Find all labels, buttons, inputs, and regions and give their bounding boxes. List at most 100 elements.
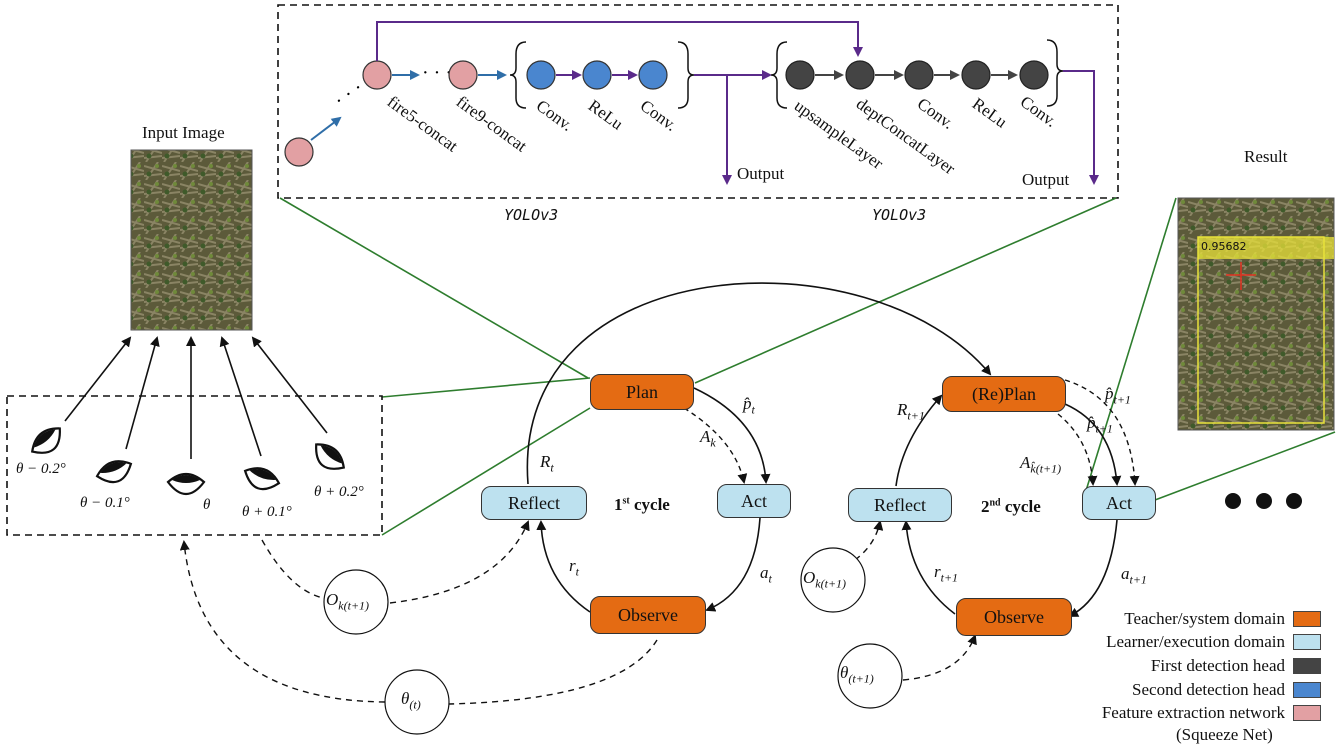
o2-to-reflect2-dashed	[854, 520, 884, 561]
relu-node-1	[582, 60, 612, 90]
o-circle-label-2: Ok(t+1)	[803, 568, 847, 591]
yolo-label-2: YOLOv3	[872, 206, 927, 224]
yolo-label-1: YOLOv3	[504, 206, 559, 224]
yolo-box	[277, 4, 1119, 199]
legend-item: Feature extraction network	[1102, 702, 1321, 724]
eye-label-2: θ − 0.1°	[80, 495, 130, 511]
plan-to-act-arrow	[693, 387, 771, 484]
a-k-label: Ak	[700, 427, 716, 450]
p-t-label: p̂t	[743, 394, 755, 417]
input-image	[130, 149, 253, 331]
blue-arrow-1	[310, 116, 342, 141]
eye-box	[6, 395, 383, 536]
detection-label-band	[1198, 237, 1334, 259]
theta-circle-1	[384, 669, 450, 735]
green-line-1	[279, 197, 589, 379]
o-circle-1	[323, 569, 389, 635]
o-circle-label-1: Ok(t+1)	[326, 590, 370, 613]
R-t1-label: Rt+1	[897, 400, 925, 423]
reflect-node[interactable]: Reflect	[481, 486, 587, 520]
act-node[interactable]: Act	[717, 484, 791, 518]
legend-swatch	[1293, 682, 1321, 698]
reflect-node-2[interactable]: Reflect	[848, 488, 952, 522]
legend-item: Learner/execution domain	[1106, 631, 1321, 653]
r-t1-label: rt+1	[934, 562, 959, 585]
eye-icon	[166, 472, 206, 496]
theta-circle-label-1: θ(t)	[401, 689, 421, 712]
conv-node-2	[638, 60, 668, 90]
detection-score: 0.95682	[1201, 240, 1247, 253]
observe-node[interactable]: Observe	[590, 596, 706, 634]
input-image-title: Input Image	[142, 123, 225, 142]
more-dot-3	[1286, 493, 1302, 509]
theta2-to-observe2-dashed	[902, 634, 977, 681]
eye-label-5: θ + 0.2°	[314, 484, 364, 500]
r-t-label: rt	[569, 556, 579, 579]
replan-node[interactable]: (Re)Plan	[942, 376, 1066, 412]
act2-to-observe2-arrow	[1068, 519, 1118, 617]
more-dot-1	[1225, 493, 1241, 509]
green-line-6	[1154, 431, 1336, 501]
conv-node-3	[904, 60, 934, 90]
eye-label-4: θ + 0.1°	[242, 504, 292, 520]
eye-icon	[315, 443, 346, 470]
green-line-2	[694, 197, 1117, 384]
p-t1-label-b: p̂t+1	[1087, 413, 1113, 436]
eye-arrow-5	[251, 336, 328, 434]
cycle1-label: 1st cycle	[614, 495, 670, 514]
conv-node-1	[526, 60, 556, 90]
brace-left-2	[770, 41, 788, 109]
theta-to-eyebox-dashed	[179, 540, 386, 703]
ellipsis-dots-1: · · ·	[330, 77, 367, 112]
ellipsis-dots-2: · · ·	[422, 62, 452, 84]
p-t1-label-a: p̂t+1	[1105, 384, 1131, 407]
plan-to-act-dashed	[683, 407, 748, 484]
replan-to-act-dashed-1	[1057, 413, 1098, 486]
result-image	[1177, 197, 1335, 431]
brace-left-1	[509, 41, 527, 109]
legend-swatch	[1293, 658, 1321, 674]
legend-item: Second detection head	[1132, 679, 1321, 701]
eye-arrow-4	[219, 336, 262, 457]
observe-to-reflect-arrow	[536, 520, 591, 613]
plan-node[interactable]: Plan	[590, 374, 694, 410]
a-t1-label: at+1	[1121, 564, 1147, 587]
reflect-to-replan-arc	[526, 282, 992, 485]
replan-to-act-arrow	[1064, 403, 1122, 486]
brace-right-2	[1046, 39, 1064, 107]
legend-swatch	[1293, 611, 1321, 627]
detection-box	[1197, 236, 1325, 424]
act-node-2[interactable]: Act	[1082, 486, 1156, 520]
eye-arrow-2	[125, 336, 160, 450]
eyebox-to-o1-dashed	[261, 539, 324, 599]
R-t-label: Rt	[540, 452, 554, 475]
reflect2-to-replan-arrow	[895, 394, 943, 487]
eye-label-3: θ	[203, 497, 211, 513]
eye-icon	[30, 427, 61, 454]
o1-to-reflect-dashed	[389, 520, 530, 604]
legend-swatch	[1293, 634, 1321, 650]
output-arrow-2	[1063, 70, 1099, 185]
a-k-t1-label: Ak̂(t+1)	[1020, 453, 1062, 476]
output-label-1: Output	[737, 164, 785, 183]
eye-icon	[95, 460, 133, 484]
brace-right-1	[677, 41, 695, 109]
more-dot-2	[1256, 493, 1272, 509]
observe2-to-reflect2-arrow	[901, 520, 956, 615]
fire5-node	[362, 60, 392, 90]
eye-arrow-1	[64, 336, 132, 422]
fire9-node	[448, 60, 478, 90]
a-t-label: at	[760, 563, 772, 586]
green-line-4	[381, 407, 591, 536]
dept-node	[845, 60, 875, 90]
act-to-observe-arrow	[705, 517, 761, 612]
observe-node-2[interactable]: Observe	[956, 598, 1072, 636]
o-circle-2	[800, 547, 866, 613]
output-label-2: Output	[1022, 170, 1070, 189]
green-line-3	[381, 377, 591, 398]
eye-label-1: θ − 0.2°	[16, 461, 66, 477]
eye-icon	[243, 467, 281, 491]
skip-connection	[376, 21, 863, 61]
result-title: Result	[1244, 147, 1288, 166]
